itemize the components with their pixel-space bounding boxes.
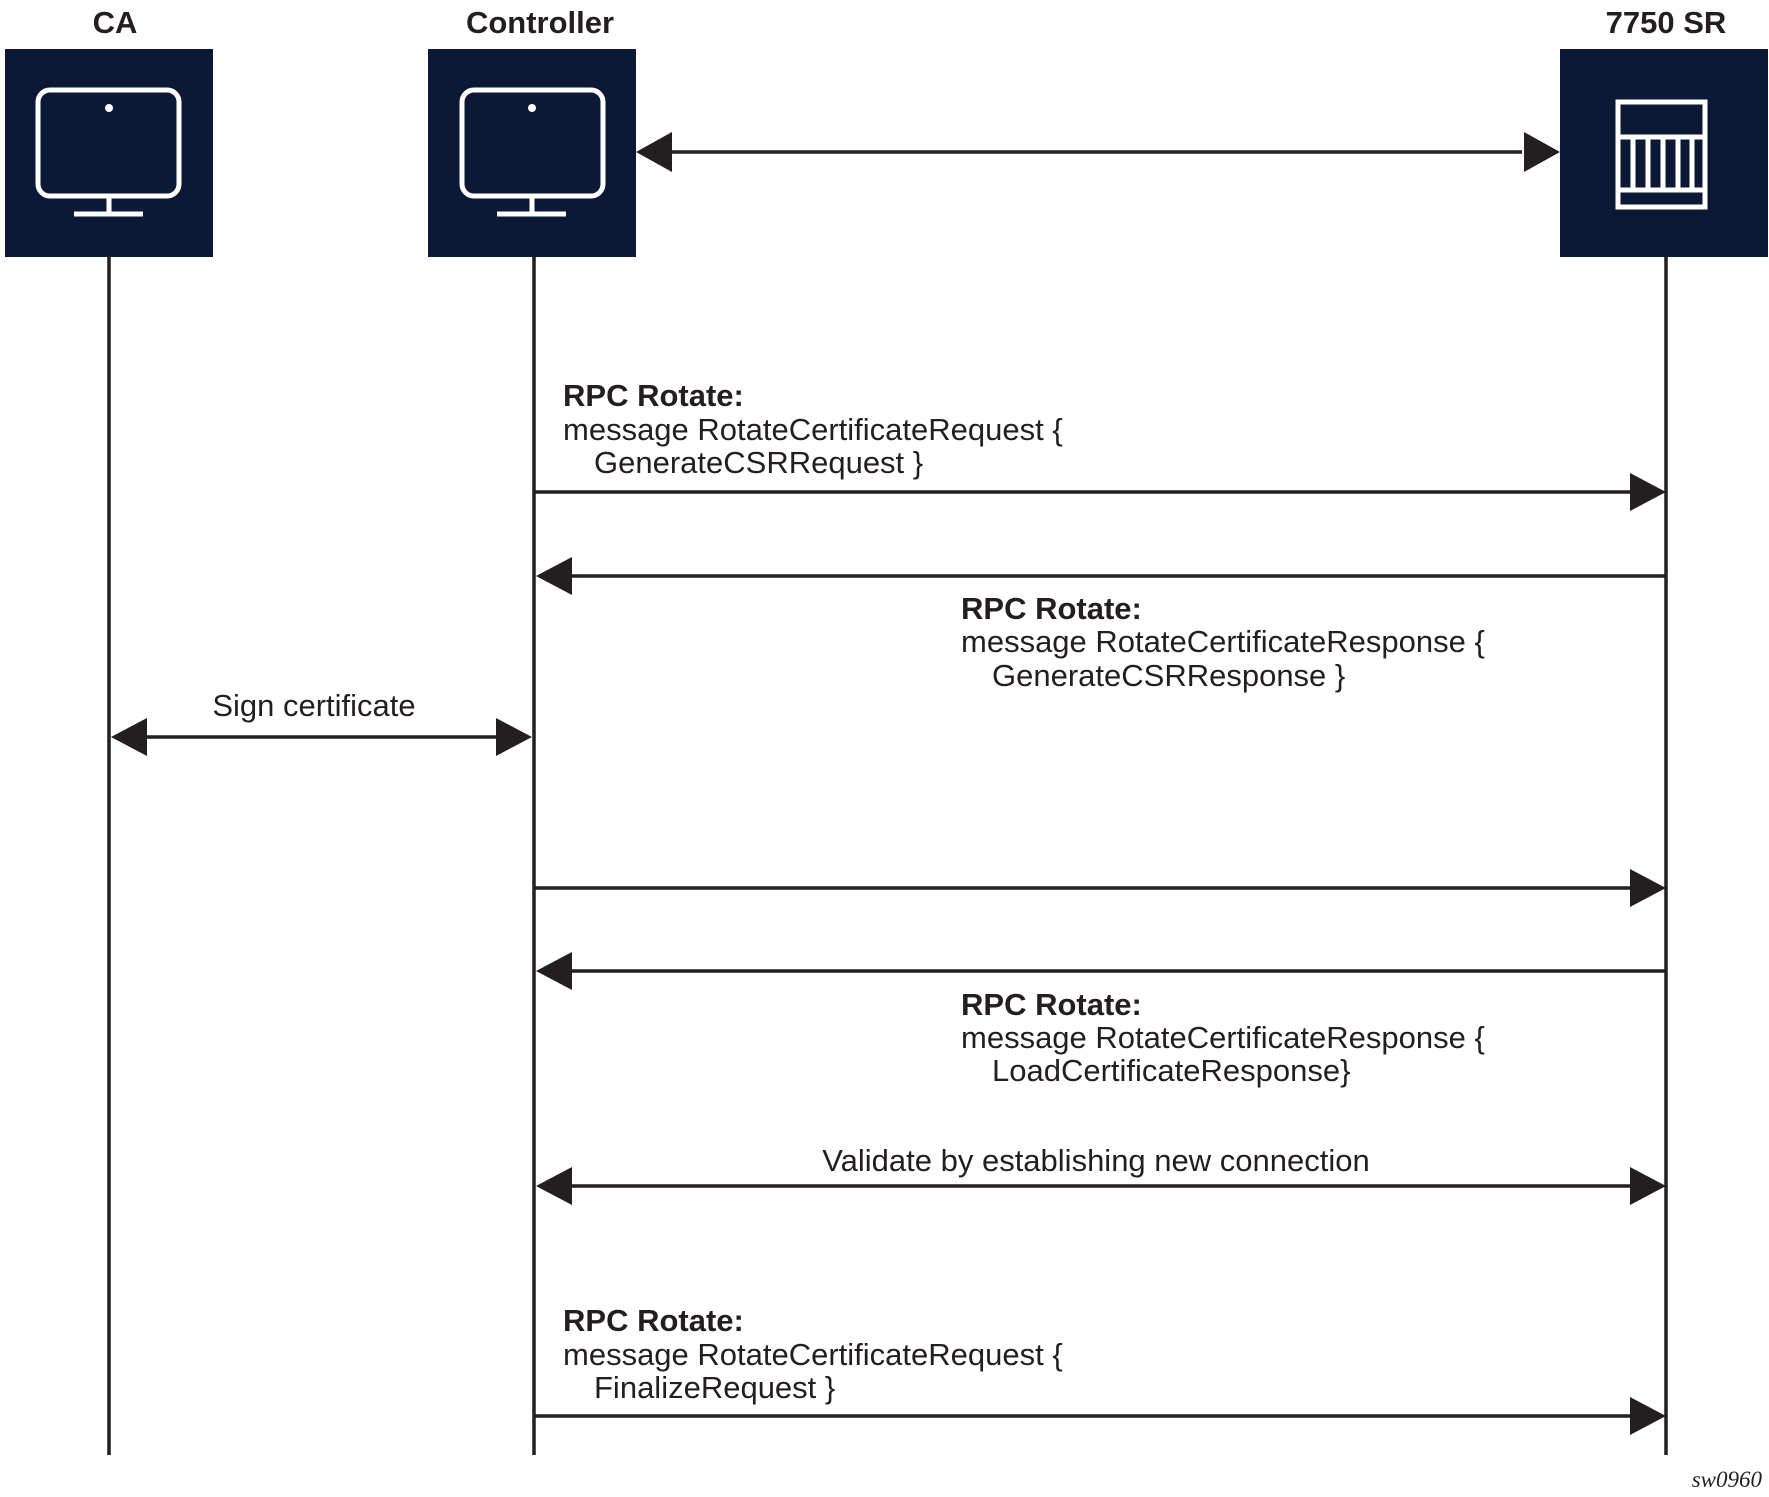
computer-monitor-icon	[35, 87, 182, 217]
message-line: GenerateCSRResponse }	[992, 658, 1345, 693]
message-line: FinalizeRequest }	[594, 1370, 835, 1405]
actor-label-ca: CA	[93, 5, 138, 40]
message-label: Sign certificate	[212, 688, 415, 723]
computer-monitor-icon	[459, 87, 606, 217]
actor-node-router	[1560, 49, 1768, 257]
message-label: Validate by establishing new connection	[822, 1143, 1369, 1178]
actor-label-controller: Controller	[466, 5, 614, 40]
message-title: RPC Rotate:	[563, 1303, 744, 1338]
message-finalize-request: RPC Rotate: message RotateCertificateReq…	[534, 1303, 1666, 1435]
message-line: message RotateCertificateResponse {	[961, 1020, 1485, 1055]
message-generate-csr-request: RPC Rotate: message RotateCertificateReq…	[534, 378, 1666, 511]
message-title: RPC Rotate:	[563, 378, 744, 413]
message-line: message RotateCertificateResponse {	[961, 624, 1485, 659]
actor-node-controller	[428, 49, 636, 257]
message-sign-certificate: Sign certificate	[111, 688, 532, 756]
message-line: LoadCertificateResponse}	[992, 1053, 1350, 1088]
connection-arrow-controller-router	[636, 132, 1560, 172]
router-chassis-icon	[1615, 99, 1708, 210]
actor-label-router: 7750 SR	[1606, 5, 1727, 40]
actor-node-ca	[5, 49, 213, 257]
message-load-certificate-request	[534, 869, 1666, 907]
message-title: RPC Rotate:	[961, 987, 1142, 1022]
message-load-certificate-response: RPC Rotate: message RotateCertificateRes…	[536, 952, 1666, 1088]
message-validate-connection: Validate by establishing new connection	[536, 1143, 1666, 1205]
message-line: GenerateCSRRequest }	[594, 445, 923, 480]
message-generate-csr-response: RPC Rotate: message RotateCertificateRes…	[536, 557, 1666, 693]
figure-id: sw0960	[1692, 1467, 1763, 1492]
message-line: message RotateCertificateRequest {	[563, 412, 1063, 447]
message-title: RPC Rotate:	[961, 591, 1142, 626]
message-line: message RotateCertificateRequest {	[563, 1337, 1063, 1372]
